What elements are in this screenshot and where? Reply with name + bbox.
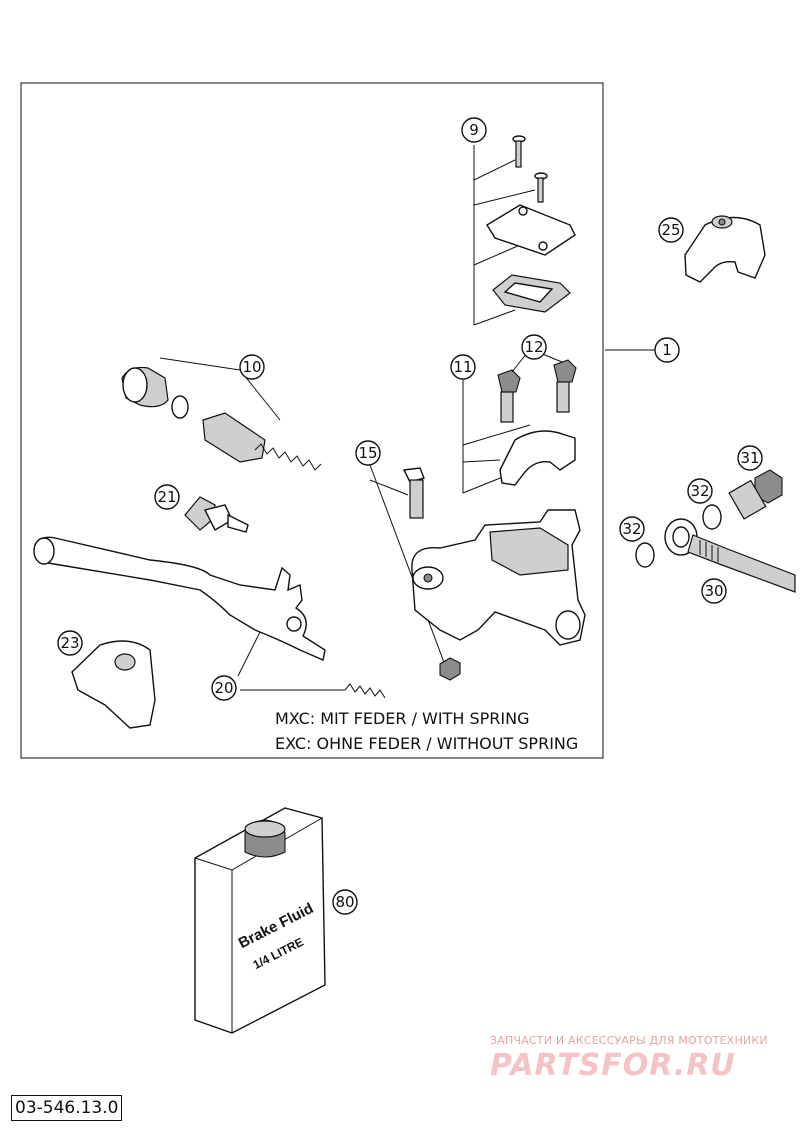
svg-text:12: 12 xyxy=(524,338,543,356)
svg-text:15: 15 xyxy=(358,444,377,462)
note-without-spring: EXC: OHNE FEDER / WITHOUT SPRING xyxy=(275,734,578,753)
document-number: 03-546.13.0 xyxy=(11,1095,123,1121)
callout-32-upper: 32 xyxy=(687,478,713,504)
svg-text:32: 32 xyxy=(690,482,709,500)
svg-text:20: 20 xyxy=(214,679,233,697)
svg-text:80: 80 xyxy=(335,893,354,911)
svg-text:9: 9 xyxy=(469,121,479,139)
callout-25: 25 xyxy=(658,217,684,243)
callout-30: 30 xyxy=(701,578,727,604)
svg-text:21: 21 xyxy=(157,488,176,506)
svg-text:32: 32 xyxy=(622,520,641,538)
svg-text:10: 10 xyxy=(242,358,261,376)
callout-21: 21 xyxy=(154,484,180,510)
callout-20: 20 xyxy=(211,675,237,701)
watermark-logo: PARTSFOR.RU xyxy=(490,1048,736,1083)
svg-text:31: 31 xyxy=(740,449,759,467)
callout-80: 80 xyxy=(332,889,358,915)
svg-text:25: 25 xyxy=(661,221,680,239)
master-cylinder-body xyxy=(411,349,655,646)
callout-32-lower: 32 xyxy=(619,516,645,542)
svg-text:23: 23 xyxy=(60,634,79,652)
watermark-tagline: ЗАПЧАСТИ И АКСЕССУАРЫ ДЛЯ МОТОТЕХНИКИ xyxy=(490,1034,768,1047)
part-21-adjuster xyxy=(184,496,249,533)
part-15-pivot-pin xyxy=(369,464,461,681)
callout-9: 9 xyxy=(461,117,487,143)
callout-11: 11 xyxy=(450,354,476,380)
part-80-brake-fluid-bottle: Brake Fluid 1/4 LITRE xyxy=(194,807,326,1034)
svg-text:30: 30 xyxy=(704,582,723,600)
callout-15: 15 xyxy=(355,440,381,466)
part-30-brake-line xyxy=(635,469,796,593)
svg-text:1: 1 xyxy=(662,341,672,359)
diagram-frame xyxy=(20,82,604,759)
note-with-spring: MXC: MIT FEDER / WITH SPRING xyxy=(275,709,530,728)
part-9-cover-assembly xyxy=(473,135,576,326)
part-23-lever-cover xyxy=(71,640,156,729)
callout-1: 1 xyxy=(654,337,680,363)
callout-23: 23 xyxy=(57,630,83,656)
callout-12: 12 xyxy=(521,334,547,360)
part-11-clamp-bolts xyxy=(462,352,577,494)
part-10-piston-kit xyxy=(121,357,322,471)
part-25-clamp xyxy=(684,215,766,283)
callout-31: 31 xyxy=(737,445,763,471)
svg-text:11: 11 xyxy=(453,358,472,376)
part-20-lever xyxy=(33,536,386,699)
callout-10: 10 xyxy=(239,354,265,380)
